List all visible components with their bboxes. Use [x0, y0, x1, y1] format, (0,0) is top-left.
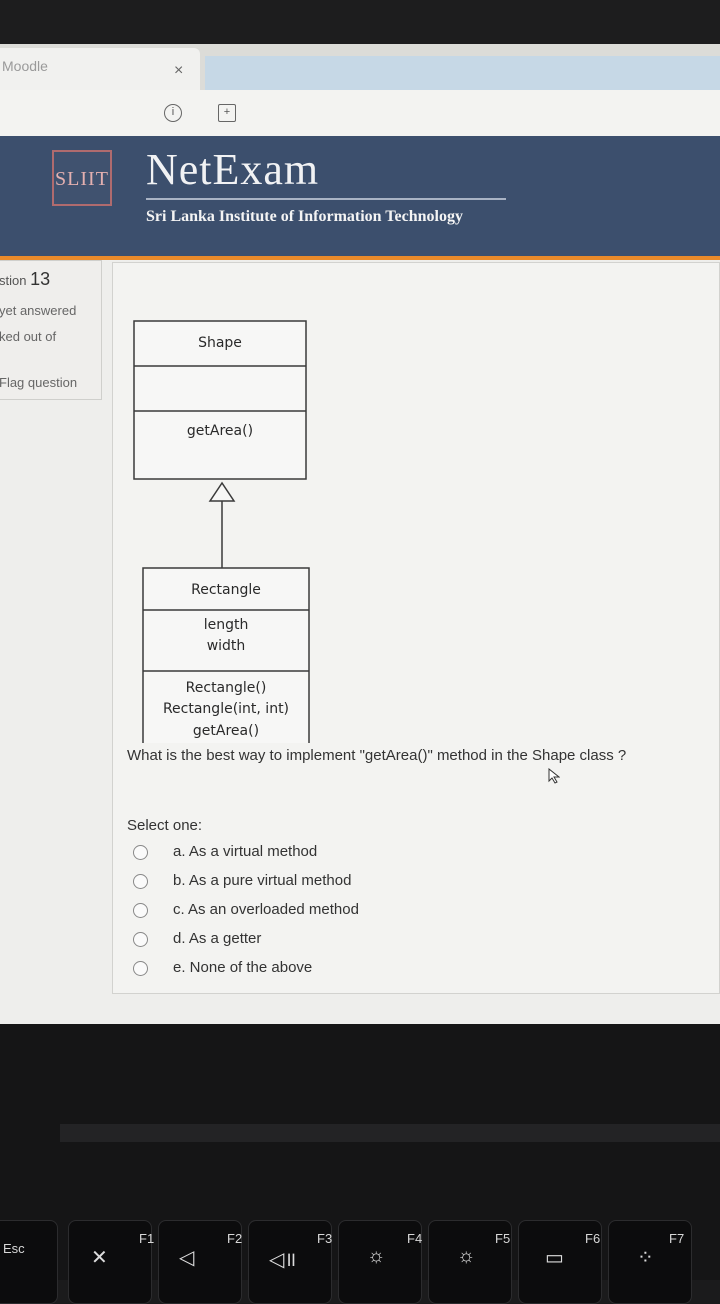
rectangle-method: Rectangle()	[186, 680, 267, 696]
key-label: F3	[317, 1231, 333, 1246]
answer-radio[interactable]	[133, 903, 148, 918]
key-label: F1	[139, 1231, 155, 1246]
key-label: F5	[495, 1231, 511, 1246]
app-subtitle: Sri Lanka Institute of Information Techn…	[146, 208, 463, 225]
tab-title: Moodle	[2, 58, 48, 74]
app-title: NetExam	[146, 145, 320, 194]
screen: Moodle × i + SLIIT NetExam Sri Lanka Ins…	[0, 44, 720, 1024]
volume-down-icon: ◁	[179, 1247, 195, 1269]
laptop-keyboard: Esc F1 ✕ F2 ◁ F3 ◁॥ F4 ☼ F5 ☼ F6 ▭ F7 ⁘	[0, 1024, 720, 1304]
question-number-prefix: stion	[0, 273, 27, 288]
key-f5[interactable]: F5 ☼	[428, 1220, 512, 1304]
uml-diagram: Shape getArea() Rectangle length width R…	[133, 320, 310, 743]
answer-label[interactable]: d. As a getter	[173, 930, 262, 947]
rectangle-method: Rectangle(int, int)	[163, 701, 289, 717]
key-label: F6	[585, 1231, 601, 1246]
answer-label[interactable]: e. None of the above	[173, 959, 313, 976]
key-f4[interactable]: F4 ☼	[338, 1220, 422, 1304]
question-info-panel: stion 13 yet answered ked out of Flag qu…	[0, 260, 102, 400]
key-label: Esc	[3, 1241, 25, 1256]
rectangle-attribute: length	[204, 617, 249, 633]
question-number-value: 13	[30, 269, 51, 289]
shape-class-box	[133, 320, 307, 480]
inheritance-arrowhead	[208, 481, 236, 502]
select-one-prompt: Select one:	[127, 817, 203, 834]
key-f6[interactable]: F6 ▭	[518, 1220, 602, 1304]
key-label: F7	[669, 1231, 685, 1246]
brightness-up-icon: ☼	[457, 1245, 476, 1267]
key-f7[interactable]: F7 ⁘	[608, 1220, 692, 1304]
page-icon[interactable]: +	[218, 104, 236, 122]
question-number: stion 13	[0, 269, 50, 290]
keyboard-hinge	[60, 1124, 720, 1142]
answer-label[interactable]: a. As a virtual method	[173, 843, 318, 860]
answer-label[interactable]: b. As a pure virtual method	[173, 872, 352, 889]
rectangle-class-name: Rectangle	[191, 582, 261, 598]
key-f2[interactable]: F2 ◁	[158, 1220, 242, 1304]
shape-class-name: Shape	[198, 335, 242, 351]
shape-method: getArea()	[187, 423, 253, 439]
info-icon[interactable]: i	[164, 104, 182, 122]
rectangle-class-box	[142, 567, 310, 743]
mute-icon: ✕	[91, 1247, 108, 1269]
question-state: yet answered	[0, 303, 77, 318]
volume-up-icon: ◁॥	[269, 1249, 297, 1271]
display-icon: ▭	[545, 1247, 564, 1269]
page-content: stion 13 yet answered ked out of Flag qu…	[0, 260, 720, 1024]
key-f1[interactable]: F1 ✕	[68, 1220, 155, 1304]
flag-question-link[interactable]: Flag question	[0, 375, 78, 390]
key-label: F2	[227, 1231, 243, 1246]
rectangle-method: getArea()	[193, 723, 259, 739]
question-marks: ked out of	[0, 329, 57, 344]
key-label: F4	[407, 1231, 423, 1246]
browser-tabstrip: Moodle ×	[0, 44, 720, 92]
tabstrip-background	[205, 56, 720, 92]
rectangle-attribute: width	[207, 638, 246, 654]
laptop-bezel	[0, 0, 720, 48]
answer-radio[interactable]	[133, 932, 148, 947]
key-f3[interactable]: F3 ◁॥	[248, 1220, 332, 1304]
close-icon[interactable]: ×	[174, 62, 184, 79]
browser-toolbar: i +	[0, 90, 720, 136]
answer-radio[interactable]	[133, 874, 148, 889]
title-divider	[146, 198, 506, 200]
answer-radio[interactable]	[133, 845, 148, 860]
browser-tab[interactable]: Moodle ×	[0, 48, 200, 90]
keyboard-backlight-icon: ⁘	[637, 1247, 654, 1269]
question-formulation: Shape getArea() Rectangle length width R…	[112, 262, 720, 994]
brightness-down-icon: ☼	[367, 1245, 386, 1267]
answer-label[interactable]: c. As an overloaded method	[173, 901, 359, 918]
answer-radio[interactable]	[133, 961, 148, 976]
site-header: SLIIT NetExam Sri Lanka Institute of Inf…	[0, 136, 720, 260]
question-text: What is the best way to implement "getAr…	[127, 747, 627, 764]
esc-key[interactable]: Esc	[0, 1220, 58, 1304]
sliit-logo: SLIIT	[52, 150, 112, 206]
